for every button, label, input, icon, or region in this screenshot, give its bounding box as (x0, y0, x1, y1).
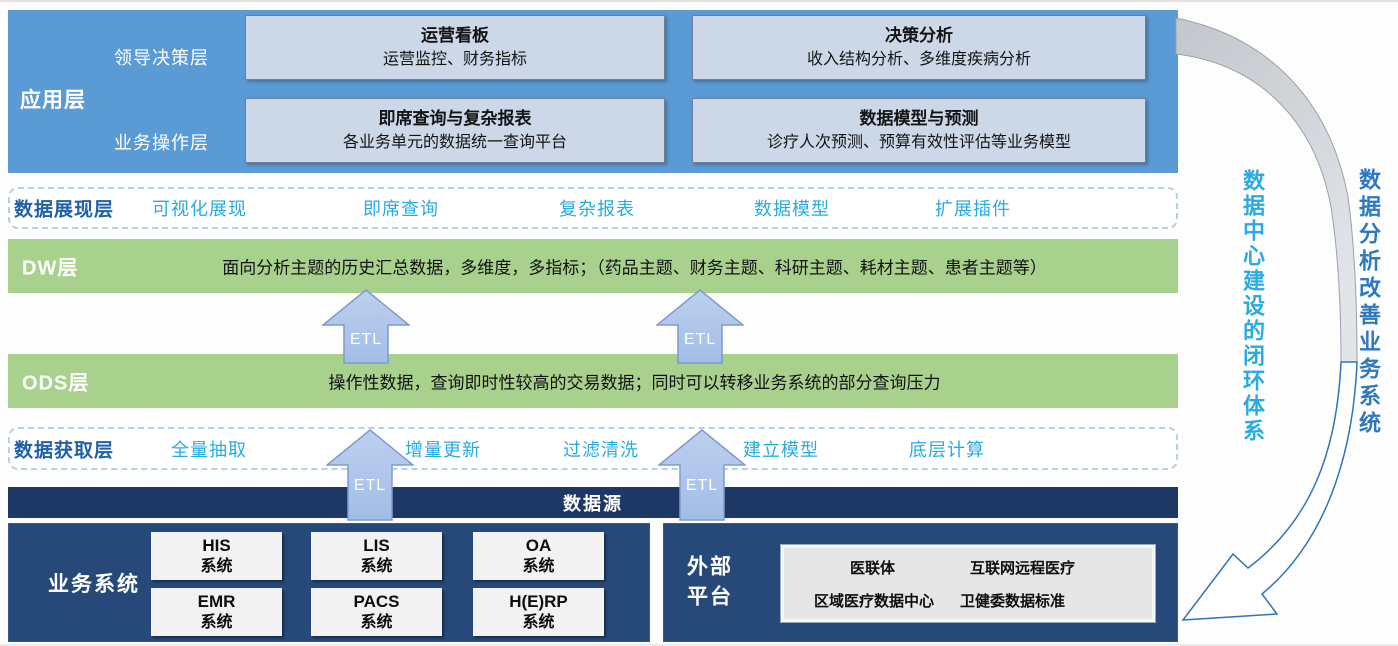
etl-label: ETL (683, 331, 717, 348)
ods-layer-text: 操作性数据，查询即时性较高的交易数据；同时可以转移业务系统的部分查询压力 (328, 373, 941, 393)
decision-row-label: 领导决策层 (114, 48, 209, 68)
dw-layer-label: DW层 (22, 257, 79, 280)
etl-label: ETL (685, 477, 719, 494)
presentation-item-adhoc-query: 即席查询 (363, 199, 439, 219)
system-box-herp: H(E)RP 系统 (473, 588, 604, 636)
up-arrow-icon (326, 429, 414, 521)
presentation-layer-row: 数据展现层 可视化展现 即席查询 复杂报表 数据模型 扩展插件 (8, 187, 1178, 229)
system-name: EMR (197, 591, 236, 611)
datasource-band: 数据源 (8, 487, 1178, 518)
external-item-medical-alliance: 医联体 (850, 560, 896, 577)
app-box-title: 决策分析 (885, 25, 953, 45)
system-box-his: HIS 系统 (151, 532, 282, 580)
ods-layer-row: ODS层 操作性数据，查询即时性较高的交易数据；同时可以转移业务系统的部分查询压… (8, 354, 1178, 408)
dw-layer-text: 面向分析主题的历史汇总数据，多维度，多指标；（药品主题、财务主题、科研主题、耗材… (222, 258, 1047, 278)
app-box-title: 运营看板 (421, 25, 489, 45)
dw-layer-row: DW层 面向分析主题的历史汇总数据，多维度，多指标；（药品主题、财务主题、科研主… (8, 239, 1178, 293)
operation-row-label: 业务操作层 (114, 133, 209, 153)
acquisition-item-filter-clean: 过滤清洗 (563, 439, 639, 460)
app-box-title: 即席查询与复杂报表 (378, 108, 532, 128)
acquisition-item-full-extract: 全量抽取 (171, 439, 247, 460)
up-arrow-icon (322, 289, 410, 364)
app-box-desc: 各业务单元的数据统一查询平台 (342, 133, 567, 151)
app-box-decision-analysis: 决策分析 收入结构分析、多维度疾病分析 (692, 15, 1146, 80)
system-type: 系统 (360, 557, 393, 575)
presentation-item-plugin: 扩展插件 (935, 199, 1011, 219)
app-box-title: 数据模型与预测 (859, 108, 979, 128)
system-type: 系统 (360, 613, 393, 631)
etl-arrow-source-left: ETL (326, 429, 414, 521)
app-box-adhoc-query: 即席查询与复杂报表 各业务单元的数据统一查询平台 (245, 98, 665, 163)
external-item-regional-data-center: 区域医疗数据中心 (814, 593, 935, 610)
etl-label: ETL (353, 477, 387, 494)
app-box-desc: 收入结构分析、多维度疾病分析 (806, 50, 1031, 68)
external-item-telemedicine: 互联网远程医疗 (970, 560, 1076, 577)
up-arrow-icon (658, 429, 746, 521)
annotation-improve-business: 数据分析改善业务系统 (1356, 168, 1381, 438)
system-box-lis: LIS 系统 (311, 532, 442, 580)
annotation-closed-loop: 数据中心建设的闭环体系 (1240, 169, 1265, 444)
external-item-health-commission-standard: 卫健委数据标准 (960, 593, 1066, 610)
presentation-item-complex-report: 复杂报表 (559, 199, 635, 219)
etl-label: ETL (349, 331, 383, 348)
system-name: OA (525, 535, 552, 555)
system-name: PACS (353, 591, 400, 611)
acquisition-layer-row: 数据获取层 全量抽取 增量更新 过滤清洗 建立模型 底层计算 (8, 427, 1178, 470)
system-box-oa: OA 系统 (473, 532, 604, 580)
system-type: 系统 (200, 557, 233, 575)
acquisition-item-incremental-update: 增量更新 (405, 439, 481, 460)
acquisition-layer-label: 数据获取层 (14, 440, 115, 461)
system-name: H(E)RP (509, 591, 568, 611)
presentation-item-visualization: 可视化展现 (152, 199, 247, 219)
system-name: LIS (363, 535, 390, 555)
acquisition-item-modeling: 建立模型 (743, 439, 819, 460)
datasource-label: 数据源 (563, 493, 623, 514)
external-platform-box: 医联体 互联网远程医疗 区域医疗数据中心 卫健委数据标准 (781, 545, 1155, 622)
external-platform-panel: 外部平台 医联体 互联网远程医疗 区域医疗数据中心 卫健委数据标准 (663, 523, 1178, 642)
presentation-item-data-model: 数据模型 (754, 199, 830, 219)
app-box-data-model-forecast: 数据模型与预测 诊疗人次预测、预算有效性评估等业务模型 (692, 98, 1146, 163)
system-type: 系统 (200, 613, 233, 631)
up-arrow-icon (656, 289, 744, 364)
application-layer-block: 应用层 领导决策层 业务操作层 运营看板 运营监控、财务指标 决策分析 收入结构… (8, 10, 1178, 173)
ods-layer-label: ODS层 (22, 372, 90, 395)
business-systems-label: 业务系统 (48, 572, 140, 596)
system-box-emr: EMR 系统 (151, 588, 282, 636)
app-box-operations-dashboard: 运营看板 运营监控、财务指标 (245, 15, 665, 80)
feedback-loop-arrow (1175, 17, 1358, 621)
business-systems-panel: 业务系统 HIS 系统 LIS 系统 OA 系统 EMR 系统 PACS 系统 … (8, 523, 650, 642)
acquisition-item-base-compute: 底层计算 (909, 439, 985, 460)
system-name: HIS (202, 535, 231, 555)
external-platform-label: 外部平台 (687, 555, 733, 609)
app-box-desc: 诊疗人次预测、预算有效性评估等业务模型 (766, 133, 1071, 151)
system-box-pacs: PACS 系统 (311, 588, 442, 636)
application-layer-label: 应用层 (20, 89, 86, 112)
loop-arrowhead-curve (1181, 361, 1358, 621)
etl-arrow-dw-right: ETL (656, 289, 744, 364)
system-type: 系统 (522, 557, 555, 575)
system-type: 系统 (522, 613, 555, 631)
presentation-layer-label: 数据展现层 (14, 199, 115, 221)
etl-arrow-dw-left: ETL (322, 289, 410, 364)
etl-arrow-source-right: ETL (658, 429, 746, 521)
app-box-desc: 运营监控、财务指标 (382, 50, 527, 68)
